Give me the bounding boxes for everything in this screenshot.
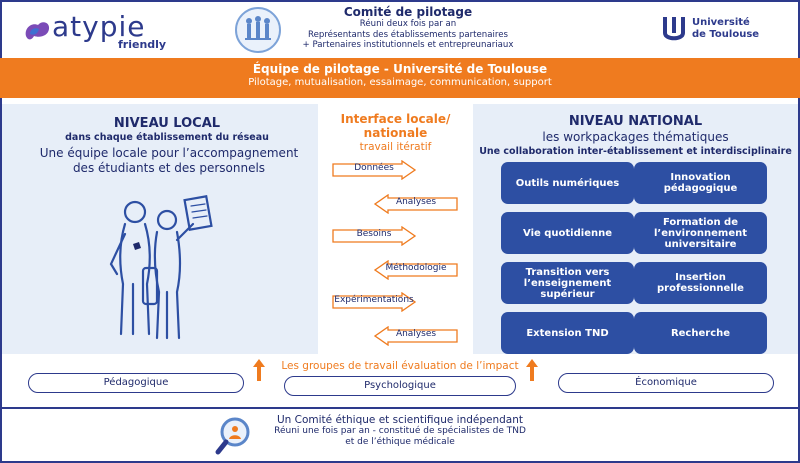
arrow-left-icon — [374, 194, 458, 214]
steering-committee-line: + Partenaires institutionnels et entrepr… — [302, 40, 514, 50]
national-level-panel: NIVEAU NATIONAL les workpackages thémati… — [473, 104, 798, 354]
local-level-description-line: des étudiants et des personnels — [72, 161, 266, 175]
interface-subtitle: travail itératif — [359, 141, 432, 153]
arrow-left: Analyses — [374, 326, 458, 346]
arrow-label: Analyses — [395, 329, 437, 339]
atypie-logo-text: atypie — [52, 10, 146, 43]
local-level-title: NIVEAU LOCAL — [113, 116, 221, 131]
workpackage-box: Extension TND — [501, 312, 634, 354]
up-arrow-icon — [526, 359, 538, 381]
university-u-icon — [663, 17, 685, 41]
workpackage-box: Recherche — [634, 312, 767, 354]
national-level-description: Une collaboration inter-établissement et… — [479, 146, 792, 157]
workpackage-box: Innovation pédagogique — [634, 162, 767, 204]
steering-committee-line: Représentants des établissements partena… — [308, 29, 508, 40]
arrow-left: Méthodologie — [374, 260, 458, 280]
group-psychologique: Psychologique — [284, 376, 516, 396]
steering-committee: Comité de pilotage Réuni deux fois par a… — [278, 5, 538, 51]
arrow-label: Analyses — [395, 197, 437, 207]
people-group-icon — [235, 7, 281, 53]
local-level-description: Une équipe locale pour l’accompagnement … — [24, 146, 314, 176]
arrow-label: Expérimentations — [334, 295, 414, 305]
arrow-right-icon — [332, 226, 416, 246]
interface-title-line: Interface locale/ — [340, 112, 451, 126]
arrow-right-icon — [332, 160, 416, 180]
local-level-description-line: Une équipe locale pour l’accompagnement — [39, 146, 299, 160]
workpackage-box: Vie quotidienne — [501, 212, 634, 254]
interface-title-line: nationale — [363, 126, 428, 140]
university-name-line: de Toulouse — [692, 29, 760, 40]
workpackage-box: Formation de l’environnement universitai… — [634, 212, 767, 254]
workpackage-box: Transition vers l’enseignement supérieur — [501, 262, 634, 304]
ethics-committee-title: Un Comité éthique et scientifique indépe… — [276, 414, 524, 426]
arrow-left-icon — [374, 326, 458, 346]
ethics-committee-line: Réuni une fois par an - constitué de spé… — [274, 426, 526, 436]
impact-groups-label: Les groupes de travail évaluation de l’i… — [281, 360, 519, 372]
header: atypie friendly Comité de pilotage Réuni… — [2, 2, 798, 58]
interface-title: Interface locale/ nationale — [318, 112, 473, 140]
arrow-left: Analyses — [374, 194, 458, 214]
atypie-logo-subtext: friendly — [118, 38, 167, 51]
ethics-committee-line: et de l’éthique médicale — [345, 437, 455, 447]
local-level-panel: NIVEAU LOCAL dans chaque établissement d… — [2, 104, 318, 354]
arrow-label: Données — [354, 163, 394, 173]
steering-team-band: Équipe de pilotage - Université de Toulo… — [0, 58, 800, 98]
steering-team-subtitle: Pilotage, mutualisation, essaimage, comm… — [248, 77, 552, 88]
arrow-right-icon — [332, 292, 416, 312]
interface-panel: Interface locale/ nationale travail itér… — [318, 104, 473, 354]
local-level-subtitle: dans chaque établissement du réseau — [65, 132, 269, 143]
national-level-title: NIVEAU NATIONAL — [568, 114, 703, 129]
arrow-label: Méthodologie — [385, 263, 447, 273]
workpackage-box: Outils numériques — [501, 162, 634, 204]
arrow-left-icon — [374, 260, 458, 280]
up-arrow-icon — [253, 359, 265, 381]
workpackage-box: Insertion professionnelle — [634, 262, 767, 304]
steering-committee-line: Réuni deux fois par an — [359, 19, 457, 29]
steering-committee-title: Comité de pilotage — [343, 5, 473, 19]
ethics-committee: Un Comité éthique et scientifique indépe… — [255, 414, 545, 448]
people-illustration-icon — [109, 195, 213, 340]
separator-line — [2, 407, 798, 409]
magnifier-icon — [215, 417, 250, 455]
steering-team-title: Équipe de pilotage - Université de Toulo… — [252, 62, 548, 76]
group-pedagogique: Pédagogique — [28, 373, 244, 393]
atypie-logo-icon — [25, 22, 50, 40]
arrow-right: Expérimentations — [332, 292, 416, 312]
university-toulouse-logo: Université de Toulouse — [662, 15, 782, 47]
university-name-line: Université — [692, 17, 750, 28]
group-economique: Économique — [558, 373, 774, 393]
arrow-right: Besoins — [332, 226, 416, 246]
arrow-label: Besoins — [356, 229, 392, 239]
national-level-subtitle: les workpackages thématiques — [542, 130, 729, 144]
atypie-logo: atypie friendly — [22, 10, 172, 52]
arrow-right: Données — [332, 160, 416, 180]
